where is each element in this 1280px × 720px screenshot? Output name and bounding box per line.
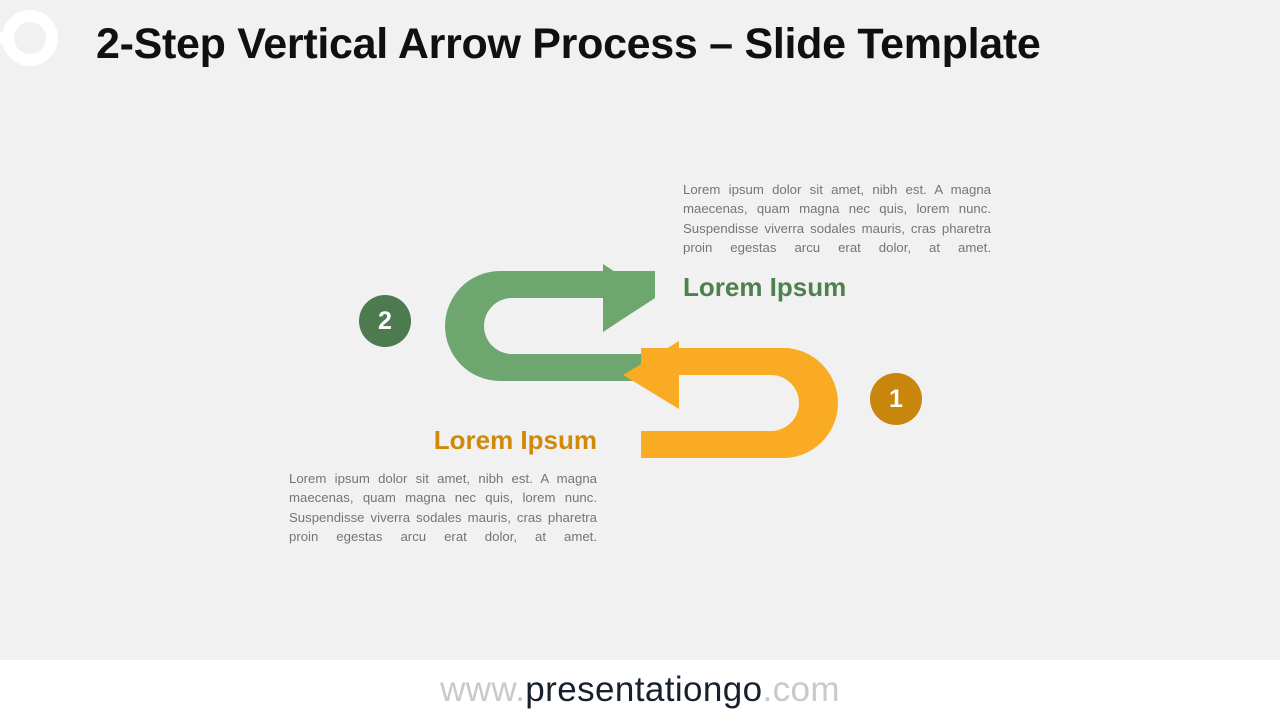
step-1-text-block: Lorem Ipsum Lorem ipsum dolor sit amet, … — [289, 425, 597, 546]
step-2-green-arrow[interactable] — [445, 262, 655, 390]
step-2-text-block: Lorem ipsum dolor sit amet, nibh est. A … — [683, 180, 991, 303]
footer-bar: www.presentationgo.com — [0, 660, 1280, 720]
step-2-heading: Lorem Ipsum — [683, 272, 847, 303]
step-1-heading: Lorem Ipsum — [433, 425, 597, 455]
step-2-number-badge[interactable]: 2 — [359, 295, 411, 347]
step-1-paragraph: Lorem ipsum dolor sit amet, nibh est. A … — [289, 471, 597, 544]
step-1-orange-arrow[interactable] — [623, 341, 838, 458]
footer-url-prefix: www. — [440, 670, 526, 709]
step-1-number: 1 — [889, 384, 903, 413]
step-1-number-badge[interactable]: 1 — [870, 373, 922, 425]
step-2-paragraph: Lorem ipsum dolor sit amet, nibh est. A … — [683, 182, 991, 255]
footer-url-suffix: .com — [762, 670, 840, 709]
footer-url-brand: presentationgo — [525, 670, 763, 709]
footer-website-url[interactable]: www.presentationgo.com — [440, 670, 840, 710]
step-2-number: 2 — [378, 306, 392, 335]
two-step-arrow-diagram — [445, 262, 838, 458]
page-title: 2-Step Vertical Arrow Process – Slide Te… — [96, 20, 1041, 68]
